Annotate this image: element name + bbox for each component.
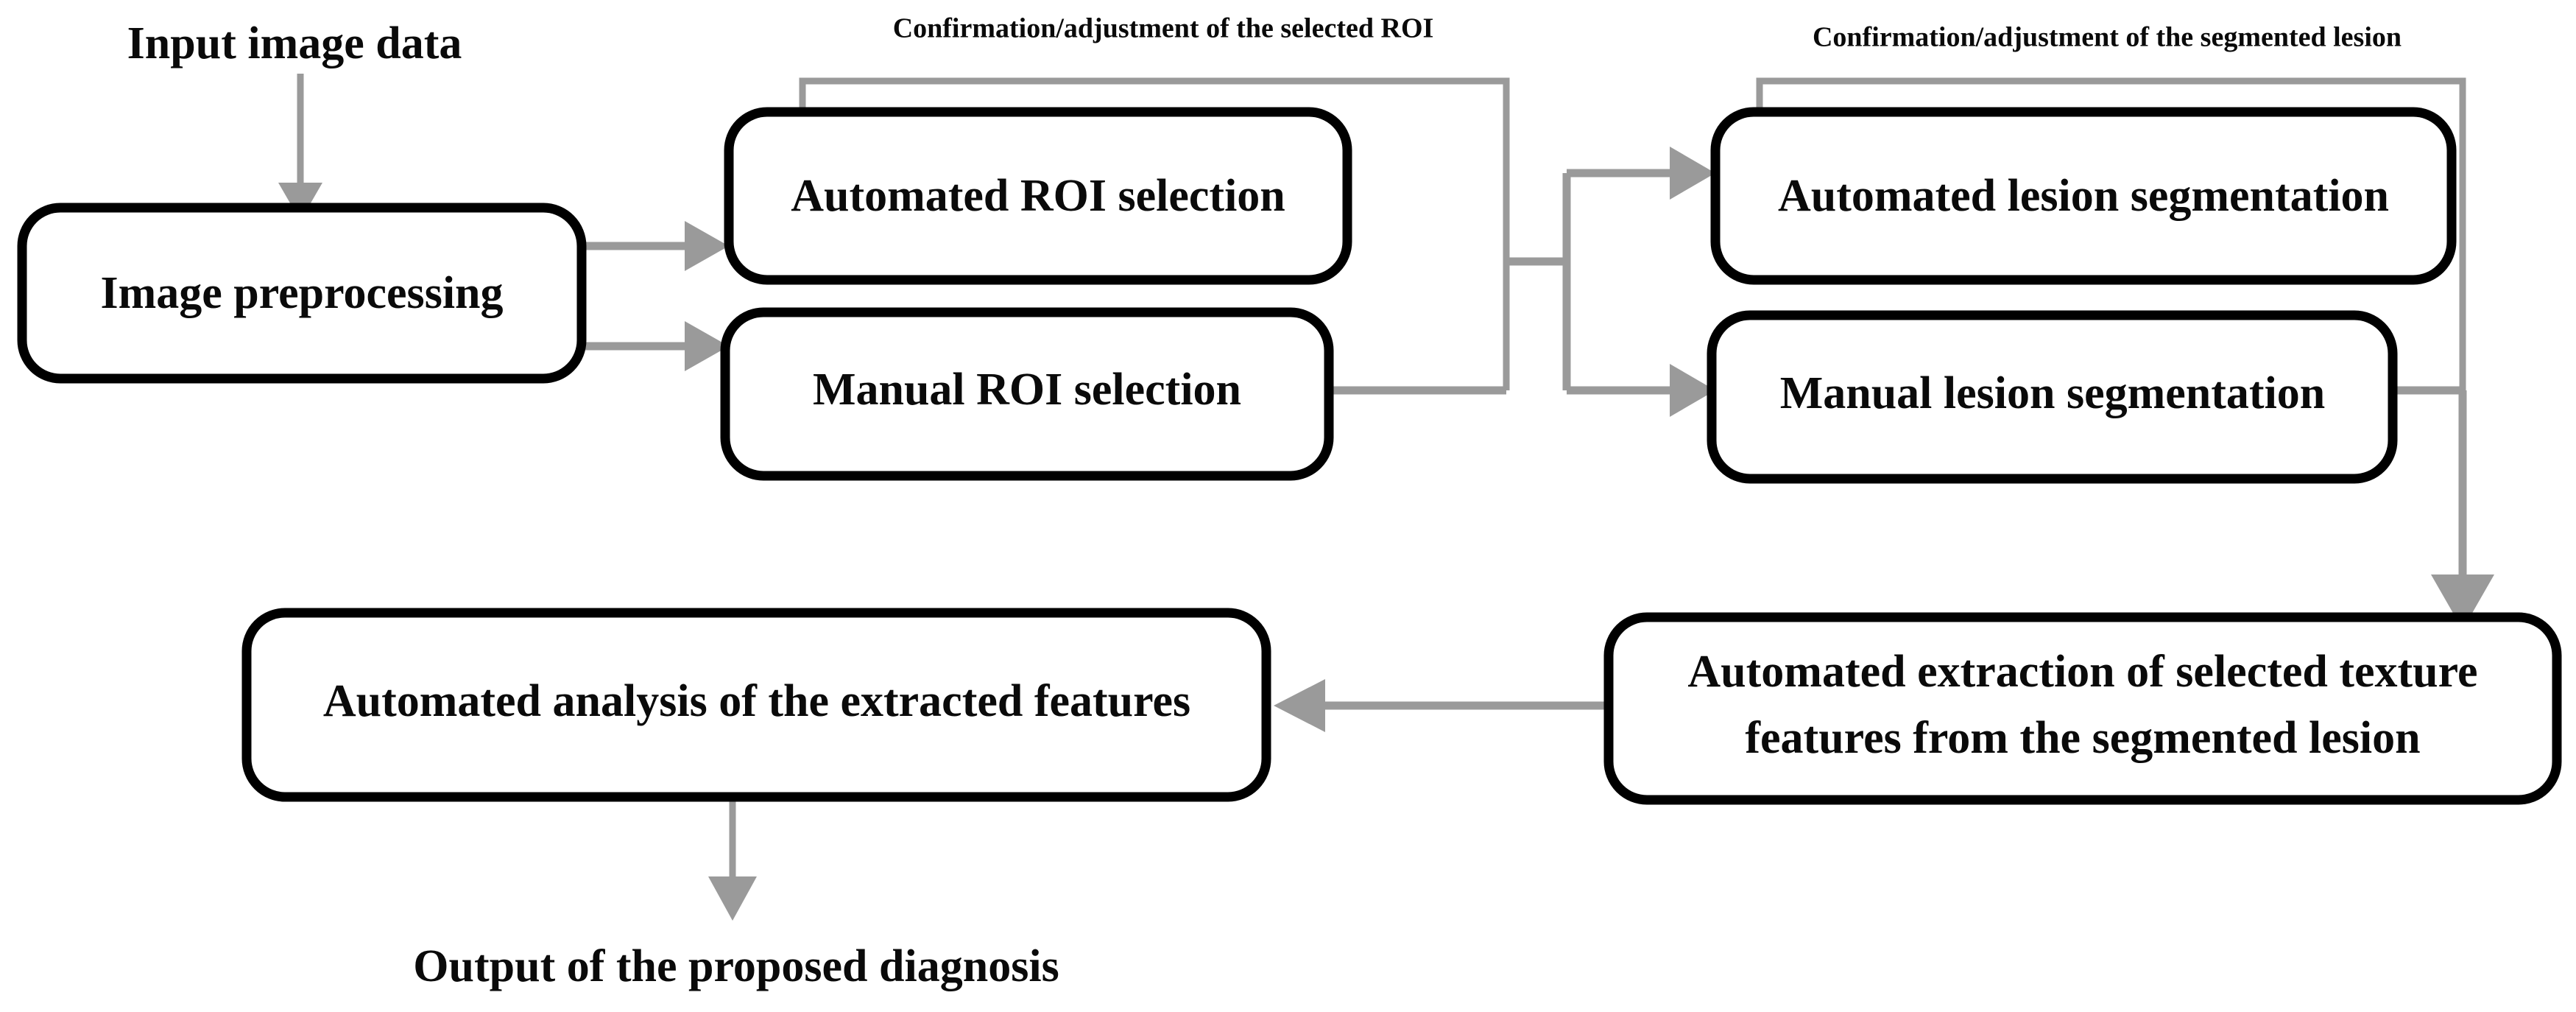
node-manual-lesion-segmentation[interactable]: Manual lesion segmentation	[1707, 310, 2398, 484]
automated-feature-analysis-box[interactable]	[241, 608, 1271, 802]
edge-junction-to-automated-lesion	[1567, 147, 1715, 200]
node-automated-feature-analysis[interactable]: Automated analysis of the extracted feat…	[241, 608, 1271, 802]
automated-roi-selection-label: Automated ROI selection	[791, 171, 1285, 221]
node-automated-lesion-segmentation[interactable]: Automated lesion segmentation	[1710, 107, 2457, 285]
manual-lesion-segmentation-box[interactable]	[1707, 310, 2398, 484]
manual-lesion-segmentation-label: Manual lesion segmentation	[1780, 368, 2326, 418]
automated-feature-extraction-label-line1: Automated extraction of selected texture	[1687, 647, 2477, 697]
automated-lesion-segmentation-label: Automated lesion segmentation	[1778, 171, 2389, 221]
manual-roi-selection-label: Manual ROI selection	[813, 365, 1241, 415]
edge-extraction-to-analysis	[1274, 679, 1605, 732]
edge-roi-feedback-loop	[799, 77, 1510, 390]
image-preprocessing-box[interactable]	[17, 203, 587, 384]
lesion-feedback-caption: Confirmation/adjustment of the segmented…	[1813, 22, 2402, 53]
node-automated-feature-extraction[interactable]: Automated extraction of selected texture…	[1603, 612, 2562, 805]
output-diagnosis-label: Output of the proposed diagnosis	[413, 941, 1059, 991]
automated-roi-selection-box[interactable]	[724, 107, 1352, 285]
automated-lesion-segmentation-box[interactable]	[1710, 107, 2457, 285]
automated-feature-extraction-label-line2: features from the segmented lesion	[1745, 713, 2420, 763]
input-image-data-label: Input image data	[127, 18, 462, 68]
edge-preprocessing-to-automated-roi	[582, 221, 729, 271]
edge-preprocessing-to-manual-roi	[582, 321, 729, 371]
automated-feature-extraction-box[interactable]	[1603, 612, 2562, 805]
edge-lesion-feedback-loop	[1756, 77, 2466, 390]
node-automated-roi-selection[interactable]: Automated ROI selection	[724, 107, 1352, 285]
edge-analysis-to-output	[708, 797, 757, 921]
node-image-preprocessing[interactable]: Image preprocessing	[17, 203, 587, 384]
edge-rail-to-feature-extraction	[2431, 390, 2494, 630]
roi-feedback-caption: Confirmation/adjustment of the selected …	[893, 13, 1434, 44]
node-manual-roi-selection[interactable]: Manual ROI selection	[720, 307, 1334, 481]
edge-roi-junction-bus	[1506, 173, 1571, 390]
manual-roi-selection-box[interactable]	[720, 307, 1334, 481]
automated-feature-analysis-label: Automated analysis of the extracted feat…	[323, 676, 1190, 726]
edge-input-to-preprocessing	[278, 74, 322, 221]
image-preprocessing-label: Image preprocessing	[100, 268, 503, 318]
edge-junction-to-manual-lesion	[1567, 364, 1715, 417]
